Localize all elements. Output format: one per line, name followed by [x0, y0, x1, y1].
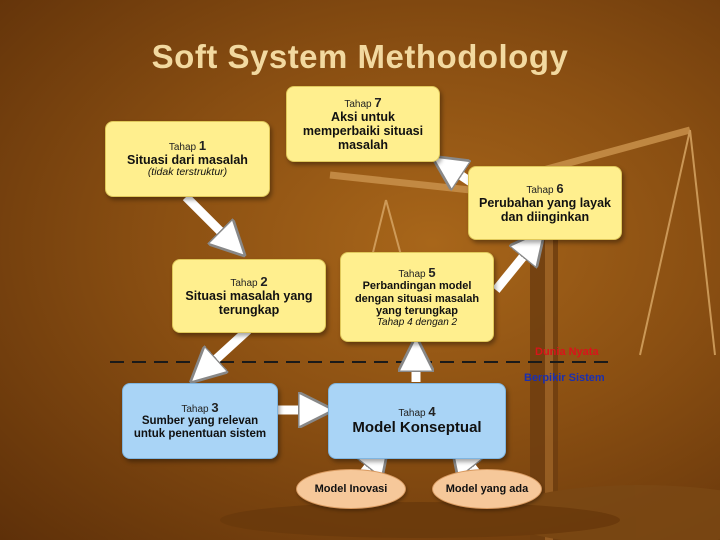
stage-7-number: 7: [374, 94, 382, 110]
stage-3-box: Tahap 3 Sumber yang relevan untuk penent…: [122, 383, 278, 459]
stage-7-box: Tahap 7 Aksi untuk memperbaiki situasi m…: [286, 86, 440, 162]
stage-2-title: Situasi masalah yang terungkap: [185, 289, 313, 318]
model-inovasi-oval: Model Inovasi: [296, 469, 406, 509]
stage-6-title: Perubahan yang layak dan diinginkan: [478, 196, 611, 225]
stage-5-box: Tahap 5 Perbandingan model dengan situas…: [340, 252, 494, 342]
stage-7-label: Tahap: [344, 98, 372, 110]
stage-5-label: Tahap: [398, 268, 426, 280]
arrow-2-to-3: [202, 326, 252, 372]
stage-4-number: 4: [428, 404, 436, 420]
stage-2-number: 2: [260, 273, 268, 289]
stage-4-label: Tahap: [398, 408, 426, 420]
stage-3-label: Tahap: [181, 403, 209, 415]
page-title: Soft System Methodology: [151, 38, 569, 75]
stage-1-box: Tahap 1 Situasi dari masalah (tidak ters…: [105, 121, 270, 197]
stage-1-number: 1: [198, 137, 207, 153]
stage-1-subtitle: (tidak terstruktur): [147, 166, 228, 179]
stage-2-label: Tahap: [230, 277, 258, 289]
stage-1-title: Situasi dari masalah: [127, 153, 248, 168]
stage-2-box: Tahap 2 Situasi masalah yang terungkap: [172, 259, 326, 333]
stage-4-box: Tahap 4 Model Konseptual: [328, 383, 506, 459]
stage-6-box: Tahap 6 Perubahan yang layak dan diingin…: [468, 166, 622, 240]
stage-7-title: Aksi untuk memperbaiki situasi masalah: [302, 110, 424, 153]
stage-3-number: 3: [211, 399, 219, 415]
stage-6-number: 6: [556, 180, 564, 196]
stage-6-label: Tahap: [526, 184, 554, 196]
arrow-1-to-2: [182, 193, 234, 245]
stage-5-subtitle: Tahap 4 dengan 2: [376, 317, 458, 329]
stage-4-title: Model Konseptual: [352, 418, 482, 436]
berpikir-sistem-label: Berpikir Sistem: [524, 372, 605, 384]
stage-5-title: Perbandingan model dengan situasi masala…: [354, 280, 480, 317]
arrow-5-to-6: [492, 242, 535, 293]
stage-1-label: Tahap: [168, 141, 197, 153]
stage-5-number: 5: [428, 264, 436, 280]
stage-3-title: Sumber yang relevan untuk penentuan sist…: [133, 415, 267, 441]
model-yang-ada-oval: Model yang ada: [432, 469, 542, 509]
dunia-nyata-label: Dunia Nyata: [535, 346, 599, 358]
